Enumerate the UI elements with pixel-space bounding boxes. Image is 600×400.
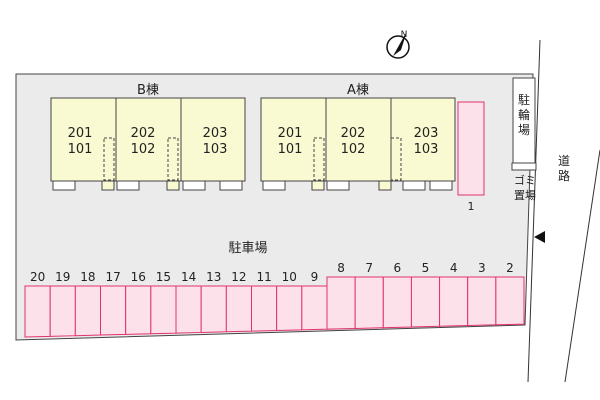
parking-spot <box>382 276 412 329</box>
b-unit-3-lower: 103 <box>203 142 228 157</box>
parking-spot-number: 17 <box>105 270 120 284</box>
parking-row-right: 8 7 6 5 4 3 2 <box>326 261 525 330</box>
road-edge-left <box>527 39 541 383</box>
parking-spot-number: 20 <box>30 270 45 284</box>
building-b: 201 101 202 102 203 103 <box>50 97 246 191</box>
compass-north-label: N <box>401 30 408 40</box>
parking-spot <box>225 285 252 333</box>
parking-spot-1 <box>457 101 485 196</box>
garbage-label-line2: 置場 <box>514 189 536 202</box>
b-unit-2-lower: 102 <box>131 142 156 157</box>
parking-spot <box>410 276 441 328</box>
parking-row-bottom: 20 19 18 17 16 15 14 13 12 11 10 9 <box>24 270 328 338</box>
parking-spot <box>24 285 51 338</box>
building-a: 201 101 202 102 203 103 <box>260 97 456 191</box>
parking-spot-number: 4 <box>450 261 458 275</box>
parking-spot <box>150 285 177 335</box>
a-unit-2-lower: 102 <box>341 142 366 157</box>
parking-spot-number: 3 <box>478 261 486 275</box>
parking-spot-number: 9 <box>311 270 319 284</box>
north-arrow-icon: N <box>386 30 410 59</box>
parking-spot <box>276 285 303 331</box>
parking-label: 駐車場 <box>228 241 267 256</box>
parking-spot <box>354 276 384 329</box>
parking-spot-number: 7 <box>365 261 373 275</box>
a-unit-2-upper: 202 <box>341 126 366 141</box>
garbage-label-line1: ゴミ <box>514 173 536 187</box>
parking-spot <box>326 276 356 330</box>
parking-spot-number: 16 <box>131 270 146 284</box>
parking-spot <box>49 285 76 337</box>
parking-spot-number: 11 <box>256 270 271 284</box>
b-unit-3-upper: 203 <box>203 126 228 141</box>
parking-spot <box>495 276 525 326</box>
parking-spot-number: 6 <box>394 261 402 275</box>
bicycle-parking-char-3: 場 <box>518 123 530 137</box>
b-unit-2-upper: 202 <box>131 126 156 141</box>
parking-spot-number: 14 <box>181 270 196 284</box>
parking-spot-number: 18 <box>80 270 95 284</box>
a-unit-3-upper: 203 <box>414 126 439 141</box>
road-edge-right <box>564 149 600 383</box>
parking-spot <box>74 285 101 337</box>
parking-spot <box>301 285 328 331</box>
parking-spot <box>439 276 469 327</box>
parking-spot-1-label: 1 <box>468 200 475 213</box>
b-unit-1-upper: 201 <box>68 126 93 141</box>
parking-spot-number: 2 <box>506 261 514 275</box>
road-label: 道路 <box>558 154 570 183</box>
building-b-name: B棟 <box>137 83 159 98</box>
a-unit-3-lower: 103 <box>414 142 439 157</box>
parking-spot-number: 15 <box>156 270 171 284</box>
bicycle-parking-char-2: 輪 <box>518 107 530 122</box>
parking-spot <box>175 285 202 334</box>
entrance-arrow-icon <box>534 231 545 243</box>
building-a-name: A棟 <box>347 83 369 98</box>
parking-spot-number: 13 <box>206 270 221 284</box>
parking-spot <box>125 285 152 335</box>
bicycle-parking-char-1: 駐 <box>518 92 530 107</box>
b-unit-1-lower: 101 <box>68 142 93 157</box>
parking-spot <box>251 285 278 332</box>
parking-spot-number: 12 <box>231 270 246 284</box>
parking-spot-number: 10 <box>282 270 297 284</box>
parking-spot <box>100 285 127 336</box>
a-unit-1-upper: 201 <box>278 126 303 141</box>
parking-spot-number: 5 <box>422 261 430 275</box>
parking-spot <box>467 276 497 327</box>
parking-spot <box>200 285 227 333</box>
parking-spot-number: 19 <box>55 270 70 284</box>
garbage-area <box>511 162 537 171</box>
parking-spot-number: 8 <box>337 261 345 275</box>
a-unit-1-lower: 101 <box>278 142 303 157</box>
